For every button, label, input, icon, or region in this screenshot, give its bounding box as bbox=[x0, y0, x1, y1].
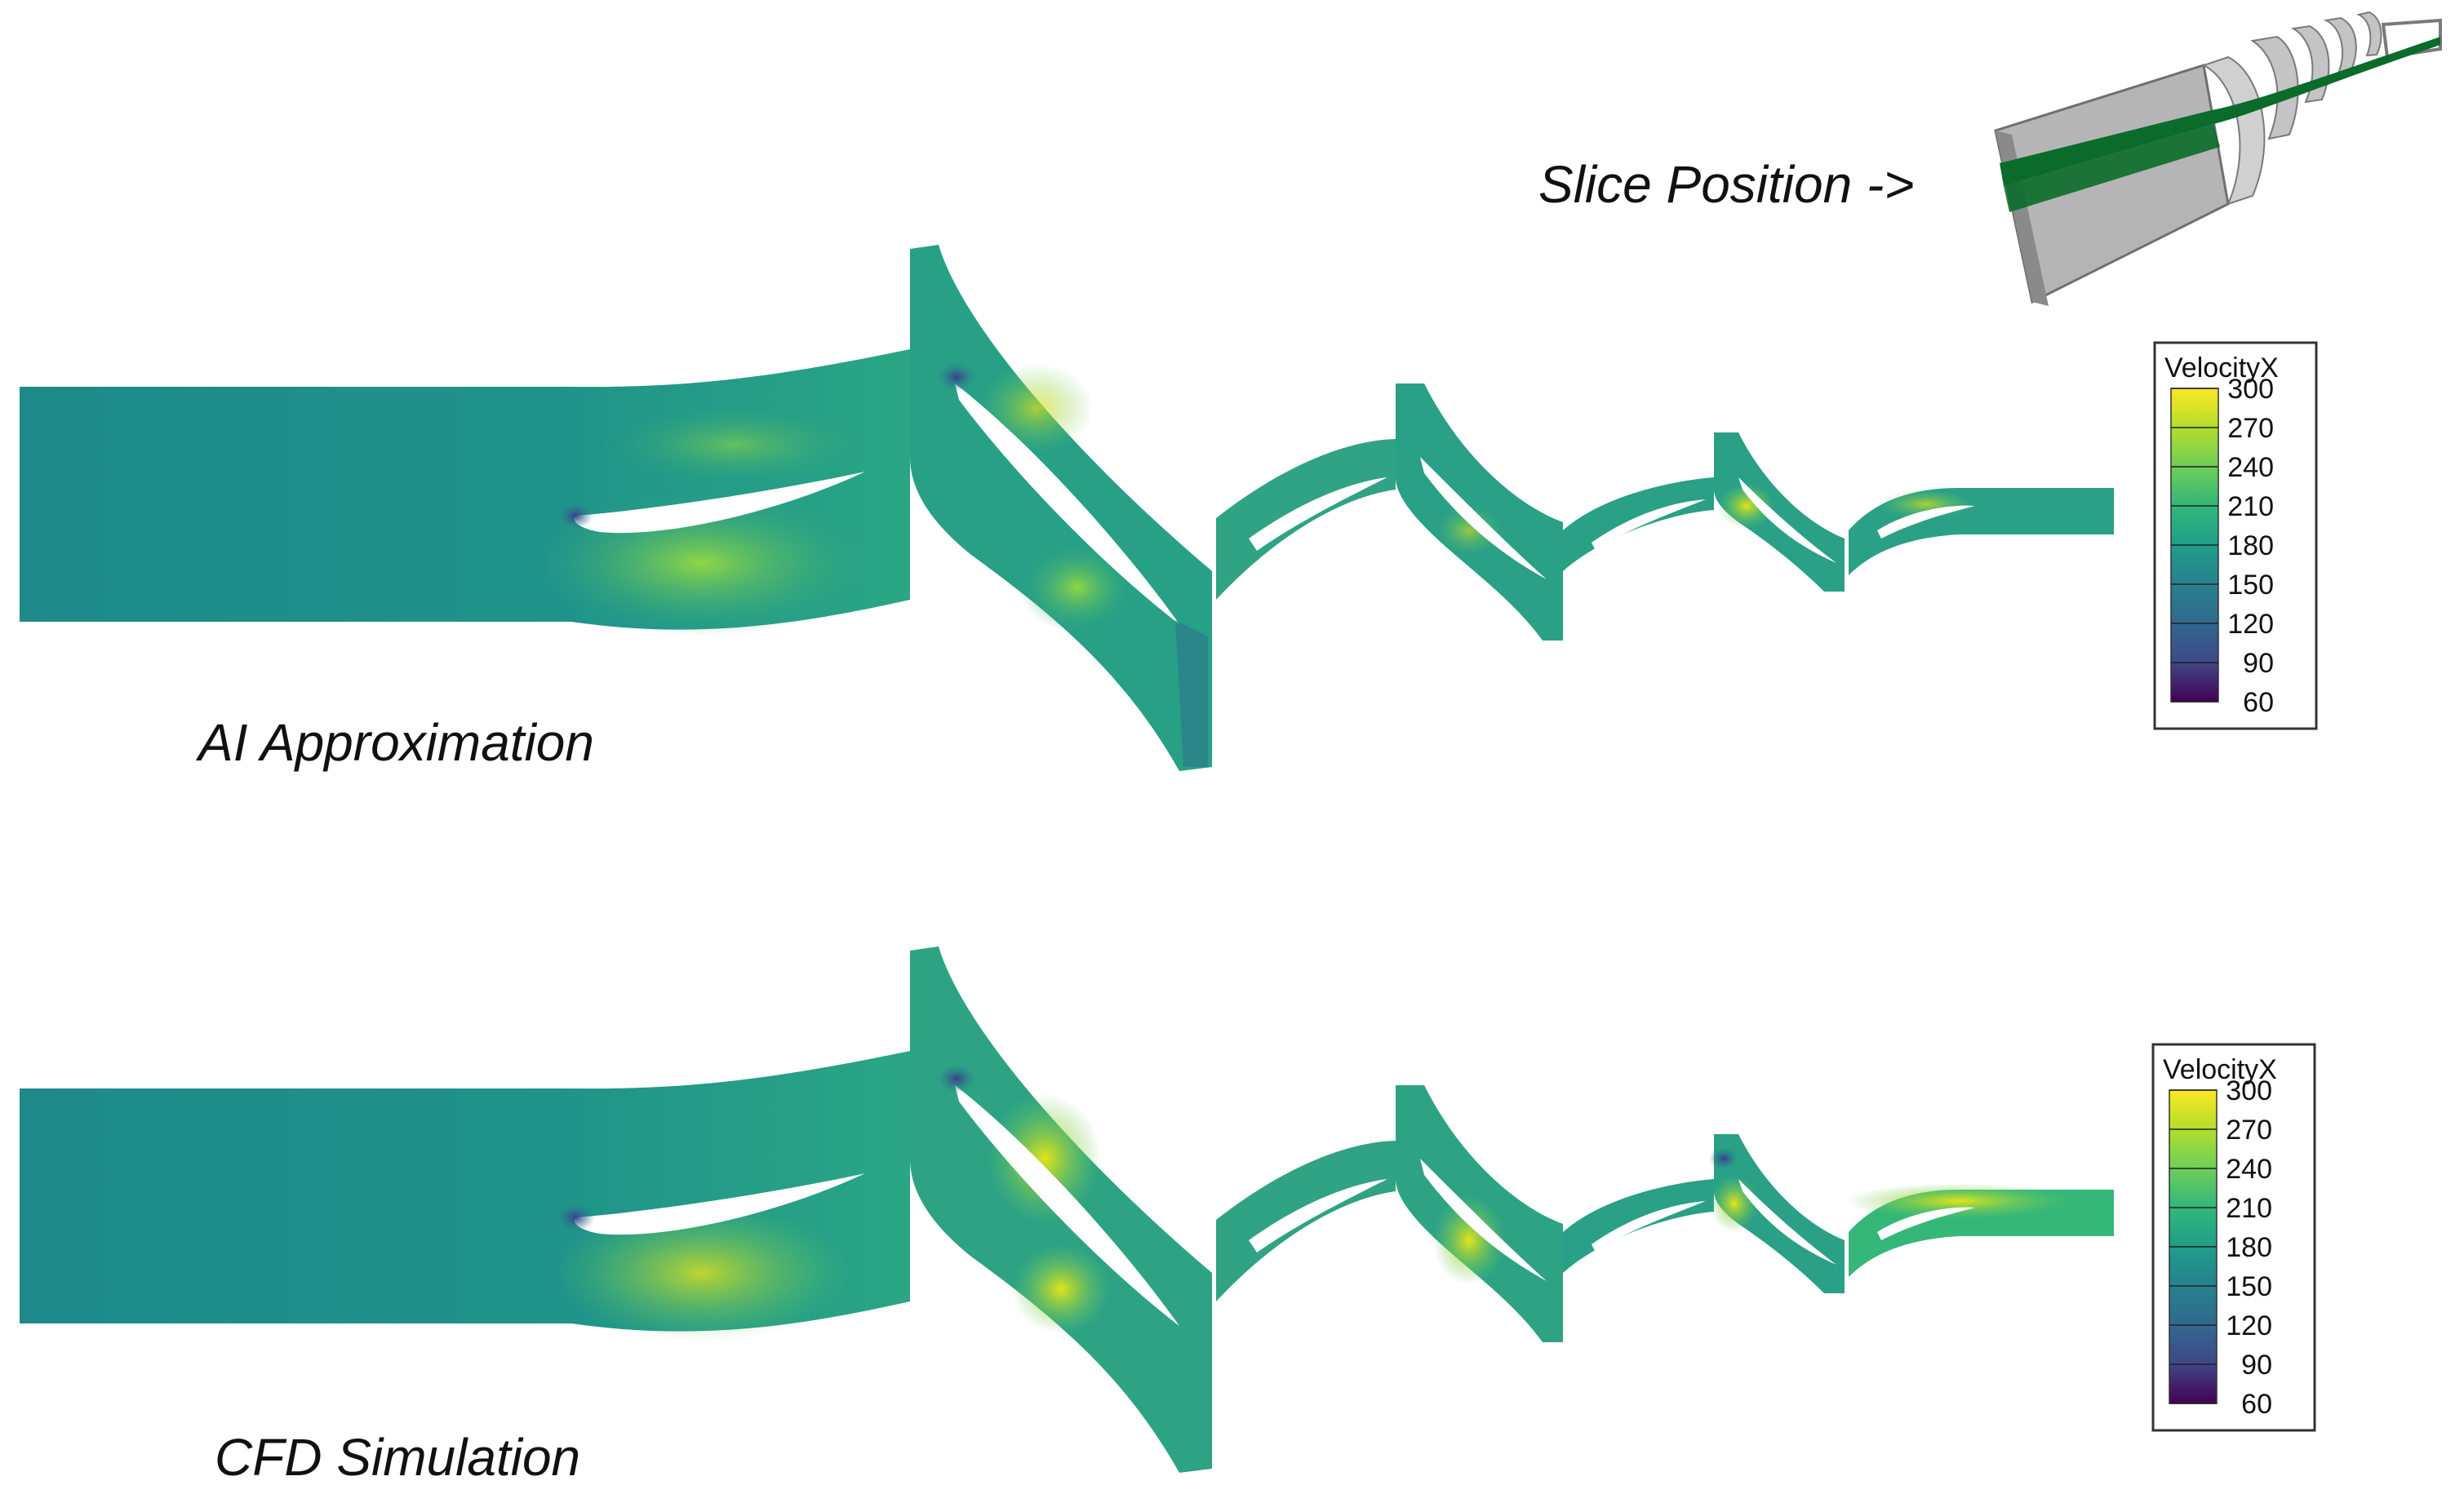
turbine-geometry bbox=[2323, 16, 2357, 75]
colorbar-tick-label: 120 bbox=[2227, 609, 2274, 640]
colorbar-tick-label: 240 bbox=[2227, 452, 2274, 483]
blade-gap bbox=[955, 383, 1179, 624]
hotspot bbox=[988, 1093, 1102, 1224]
colorbar-tick-label: 150 bbox=[2226, 1271, 2272, 1302]
hotspot bbox=[1012, 1244, 1110, 1334]
blade-gap bbox=[1249, 1179, 1387, 1252]
turbine-geometry bbox=[2355, 11, 2382, 57]
leading-edge-cold bbox=[937, 362, 976, 392]
slice-plane bbox=[2000, 37, 2440, 186]
hotspot bbox=[604, 404, 865, 485]
colorbar-2: VelocityX 300 270 240 210 180 150 120 90 60 bbox=[2151, 1043, 2316, 1432]
colorbar-tick-label: 90 bbox=[2241, 1350, 2272, 1381]
colorbar-tick-label: 60 bbox=[2243, 687, 2274, 718]
rotor-passage-3 bbox=[1714, 1134, 1845, 1293]
colorbar-tick-label: 300 bbox=[2226, 1075, 2272, 1106]
hotspot bbox=[1020, 543, 1134, 632]
colorbar-tick-label: 150 bbox=[2227, 570, 2274, 601]
blade-gap bbox=[1592, 499, 1706, 551]
leading-edge-cold bbox=[557, 503, 593, 529]
colorbar-tick-label: 120 bbox=[2226, 1310, 2272, 1341]
colorbar-tick-label: 270 bbox=[2227, 413, 2274, 444]
blade-gap bbox=[1877, 505, 1975, 539]
colorbar-ticks: 300 270 240 210 180 150 120 90 60 bbox=[2169, 1075, 2272, 1420]
slice-plane bbox=[2004, 124, 2220, 212]
colorbar-tick-label: 240 bbox=[2226, 1154, 2272, 1185]
colorbar-tick-label: 90 bbox=[2243, 648, 2274, 679]
ai-approximation-field bbox=[20, 245, 2114, 771]
trailing-edge-cold bbox=[1175, 620, 1208, 767]
blade-gap bbox=[1877, 1207, 1975, 1240]
hotspot bbox=[1710, 1175, 1759, 1232]
hotspot bbox=[1718, 483, 1775, 529]
hotspot bbox=[555, 1204, 849, 1342]
cfd-simulation-field bbox=[20, 946, 2114, 1473]
colorbar-tick-label: 60 bbox=[2241, 1389, 2272, 1420]
colorbar-1: VelocityX 300 270 240 210 180 150 120 90 60 bbox=[2153, 341, 2318, 730]
colorbar-title: VelocityX bbox=[2164, 352, 2279, 383]
blade-gap bbox=[955, 1085, 1179, 1326]
blade-gap bbox=[574, 1173, 865, 1235]
blade-gap bbox=[1249, 477, 1387, 551]
ai-approximation-label: AI Approximation bbox=[195, 713, 594, 772]
colorbar-tick-label: 210 bbox=[2226, 1193, 2272, 1224]
turbine-geometry bbox=[2250, 35, 2299, 140]
leading-edge-cold bbox=[1709, 1147, 1738, 1170]
turbine-geometry bbox=[2381, 18, 2442, 60]
colorbar-title: VelocityX bbox=[2163, 1054, 2277, 1085]
blade-gap bbox=[574, 472, 865, 534]
turbine-geometry bbox=[2201, 55, 2266, 206]
hotspot bbox=[1432, 1195, 1506, 1285]
colorbar-tick-label: 180 bbox=[2227, 530, 2274, 561]
blade-gap bbox=[1592, 1201, 1706, 1252]
colorbar-tick-label: 180 bbox=[2226, 1232, 2272, 1263]
leading-edge-cold bbox=[556, 1203, 595, 1232]
slice-position-inset bbox=[1994, 11, 2442, 306]
rotor-passage-3 bbox=[1714, 432, 1845, 592]
colorbar-tick-label: 210 bbox=[2227, 491, 2274, 522]
leading-edge-cold bbox=[937, 1064, 976, 1093]
hotspot bbox=[1436, 506, 1502, 555]
cfd-simulation-label: CFD Simulation bbox=[215, 1428, 580, 1487]
slice-position-label: Slice Position -> bbox=[1538, 155, 1915, 214]
hotspot bbox=[1845, 1183, 2073, 1219]
colorbar-tick-label: 270 bbox=[2226, 1115, 2272, 1146]
colorbar-tick-label: 300 bbox=[2227, 374, 2274, 405]
colorbar-ticks: 300 270 240 210 180 150 120 90 60 bbox=[2171, 374, 2274, 718]
